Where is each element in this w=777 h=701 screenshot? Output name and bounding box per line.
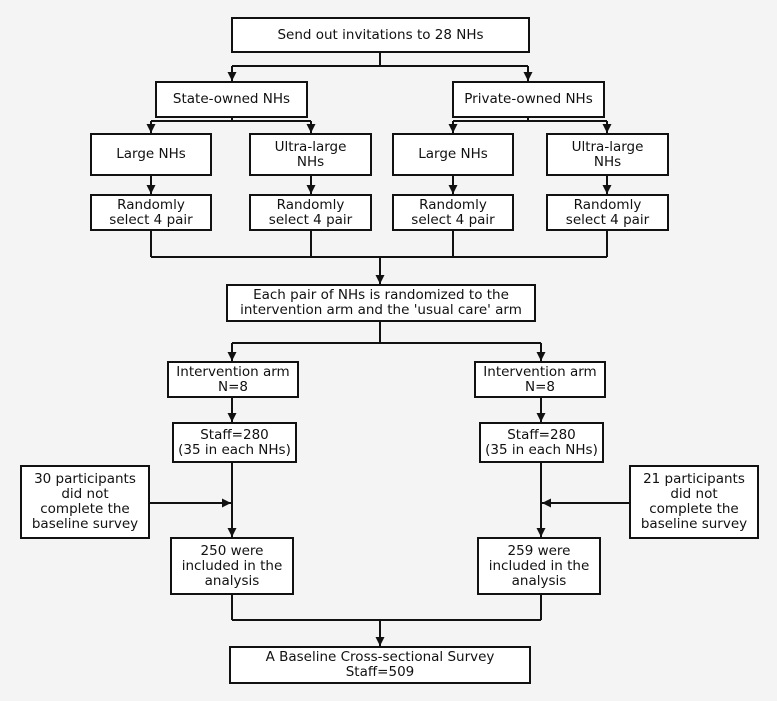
included-left-box: 250 were included in the analysis	[170, 537, 294, 595]
intervention-arm-left-box: Intervention arm N=8	[167, 361, 299, 398]
state-owned-box: State-owned NHs	[155, 81, 308, 118]
private-ultra-large-text: Ultra-large NHs	[571, 138, 644, 170]
state-large-text: Large NHs	[116, 146, 186, 162]
select-box-1: Randomly select 4 pair	[90, 194, 212, 231]
select-box-2: Randomly select 4 pair	[249, 194, 372, 231]
staff-right-text: Staff=280 (35 in each NHs)	[485, 426, 598, 458]
private-owned-text: Private-owned NHs	[464, 91, 593, 107]
select-box-3: Randomly select 4 pair	[392, 194, 514, 231]
select-text-3: Randomly select 4 pair	[411, 196, 495, 228]
private-ultra-large-box: Ultra-large NHs	[546, 133, 669, 176]
select-text-1: Randomly select 4 pair	[109, 196, 193, 228]
staff-left-text: Staff=280 (35 in each NHs)	[178, 426, 291, 458]
state-ultra-large-box: Ultra-large NHs	[249, 133, 372, 176]
invitations-box: Send out invitations to 28 NHs	[231, 17, 530, 53]
invitations-text: Send out invitations to 28 NHs	[277, 26, 484, 43]
randomized-box: Each pair of NHs is randomized to the in…	[226, 284, 536, 322]
intervention-arm-right-box: Intervention arm N=8	[474, 361, 606, 398]
randomized-text: Each pair of NHs is randomized to the in…	[240, 287, 522, 318]
select-box-4: Randomly select 4 pair	[546, 194, 669, 231]
select-text-4: Randomly select 4 pair	[565, 196, 650, 228]
excluded-right-text: 21 participants did not complete the bas…	[640, 471, 748, 532]
private-owned-box: Private-owned NHs	[452, 81, 605, 118]
state-owned-text: State-owned NHs	[172, 91, 291, 107]
included-right-box: 259 were included in the analysis	[477, 537, 601, 595]
intervention-arm-right-text: Intervention arm N=8	[483, 363, 597, 395]
private-large-text: Large NHs	[418, 146, 488, 162]
survey-box: A Baseline Cross-sectional Survey Staff=…	[229, 646, 531, 684]
state-ultra-large-text: Ultra-large NHs	[274, 138, 347, 170]
state-large-box: Large NHs	[90, 133, 212, 176]
staff-left-box: Staff=280 (35 in each NHs)	[172, 422, 297, 463]
included-left-text: 250 were included in the analysis	[181, 542, 283, 589]
excluded-right-box: 21 participants did not complete the bas…	[629, 465, 759, 539]
survey-text: A Baseline Cross-sectional Survey Staff=…	[265, 649, 495, 680]
included-right-text: 259 were included in the analysis	[488, 542, 590, 589]
intervention-arm-left-text: Intervention arm N=8	[176, 363, 290, 395]
private-large-box: Large NHs	[392, 133, 514, 176]
excluded-left-box: 30 participants did not complete the bas…	[20, 465, 150, 539]
staff-right-box: Staff=280 (35 in each NHs)	[479, 422, 604, 463]
excluded-left-text: 30 participants did not complete the bas…	[31, 471, 139, 532]
select-text-2: Randomly select 4 pair	[268, 196, 353, 228]
